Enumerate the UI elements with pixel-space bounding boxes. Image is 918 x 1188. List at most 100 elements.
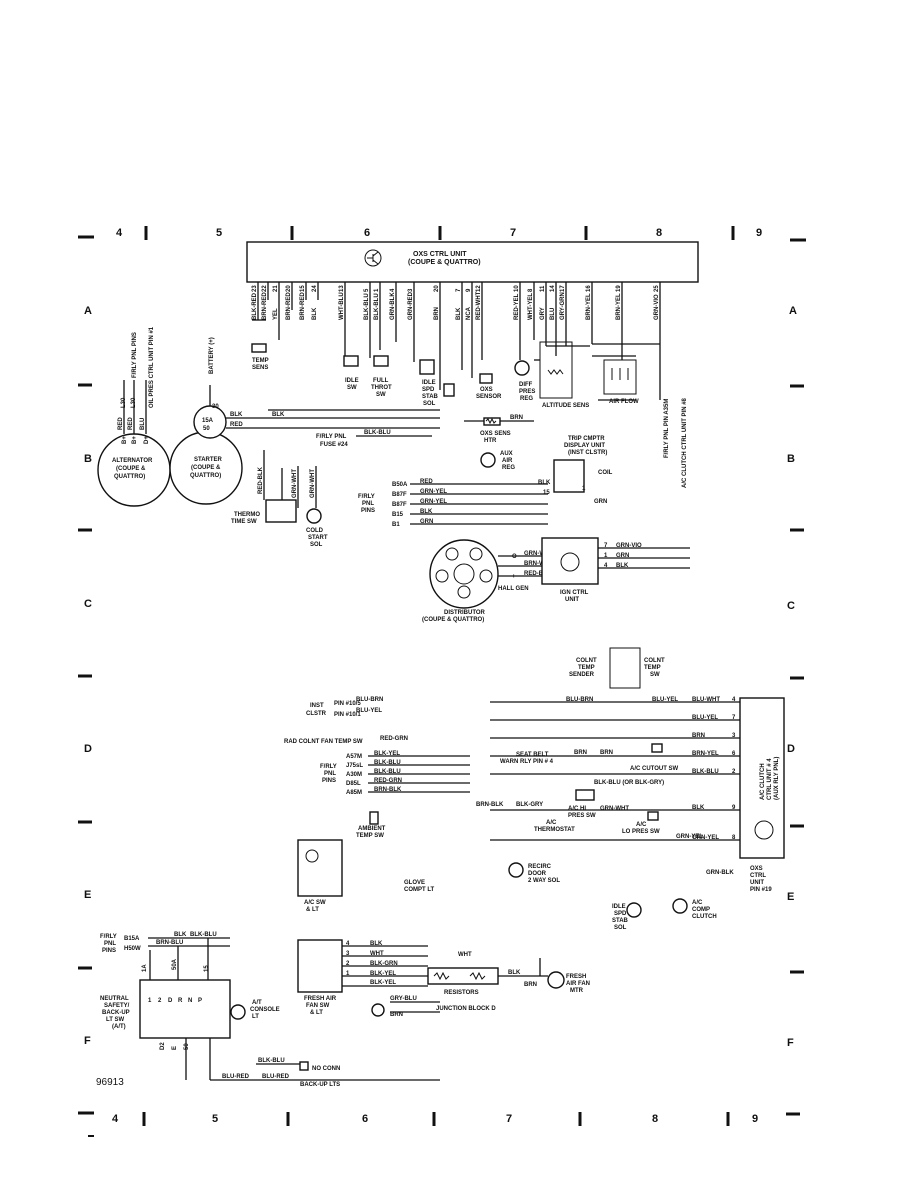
starter: STARTER (COUPE & QUATTRO) 30 15A 50 BLK … (169, 385, 440, 505)
bottom-ruler: 96913 4 5 6 7 8 9 (78, 1077, 800, 1137)
oxs-pin-color: BRN-RED (262, 292, 268, 320)
svg-text:LO PRES SW: LO PRES SW (622, 829, 660, 835)
frly-pins-top-labels: F/RLY PNL PINS (358, 494, 375, 514)
starter-label-2: (COUPE & (191, 465, 221, 471)
row-f-left: F (84, 1035, 91, 1047)
svg-text:BLK-BLU: BLK-BLU (364, 430, 391, 436)
svg-text:NO CONN: NO CONN (312, 1066, 340, 1072)
oxs-pin-color: BRN-RED (300, 292, 306, 320)
svg-text:COLD: COLD (306, 528, 324, 534)
svg-text:FRESH: FRESH (566, 974, 586, 980)
svg-text:TEMP: TEMP (578, 665, 595, 671)
oxs-pin-number: 19 (616, 285, 622, 292)
oxs-pin-number: 1 (374, 288, 380, 292)
svg-text:CLUTCH: CLUTCH (692, 914, 717, 920)
right-vertical-labels: F/RLY PNL PIN A35M A/C CLUTCH CTRL UNIT … (664, 397, 688, 488)
switch-pin: D2 (160, 1042, 166, 1050)
svg-text:IDLE: IDLE (422, 380, 436, 386)
batt-blk: BLK (230, 412, 243, 418)
neutral-safety-sw: F/RLY PNL PINS B15A H50W NEUTRAL SAFETY/… (100, 934, 280, 1039)
colnt-temp: COLNT TEMP SENDER COLNT TEMP SW (569, 647, 665, 689)
svg-text:CTRL UNIT # 4: CTRL UNIT # 4 (767, 758, 773, 800)
lower-wire-label: RED-GRN (380, 736, 408, 742)
row-a-right: A (789, 305, 797, 317)
mid-color: BLK-BLU (374, 760, 401, 766)
oxs-pin-number: 8 (528, 288, 534, 292)
svg-text:SW: SW (376, 392, 386, 398)
svg-text:FUSE #24: FUSE #24 (320, 442, 348, 448)
coil: COIL BLK 15 1 GRN (538, 459, 613, 505)
oxs-pin-color: BRN-YEL (616, 293, 622, 320)
svg-text:OXS SENS: OXS SENS (480, 431, 511, 437)
svg-text:A/C HI: A/C HI (568, 806, 586, 812)
frly-pins-label: F/RLY PNL PINS (132, 332, 138, 378)
svg-text:THROT: THROT (371, 385, 392, 391)
clutch-pin: 8 (732, 835, 736, 841)
fan-label: GRY-BLU (390, 996, 417, 1002)
svg-text:IDLE: IDLE (612, 904, 626, 910)
low-left-label: BRN-BLU (156, 940, 183, 946)
fan-color: BLK (370, 941, 383, 947)
svg-text:A/C: A/C (692, 900, 703, 906)
oxs-pin-number: 21 (273, 285, 279, 292)
oxs-pin-wires: BLK-RED23BRN-RED22YEL21BRN-RED20BRN-RED1… (252, 282, 661, 411)
low-left-label: BLK (174, 932, 187, 938)
oxs-pin-number: 3 (408, 288, 414, 292)
svg-text:(AUX RLY PNL): (AUX RLY PNL) (774, 757, 780, 800)
oxs-pin-number: 7 (456, 288, 462, 292)
low-left-label: BLU-RED (222, 1074, 250, 1080)
oxs-pin-color: BRN-YEL (586, 293, 592, 320)
ac-components-mid: SEAT BELT WARN RLY PIN # 4 A/C CUTOUT SW… (356, 743, 679, 893)
fan-color: BLK-GRN (370, 961, 398, 967)
frly-top-color: GRN-YEL (420, 489, 447, 495)
svg-text:A/C CLUTCH: A/C CLUTCH (760, 763, 766, 800)
oxs-pin-color: GRN-BLK (390, 292, 396, 320)
alt-wire-3: BLU (140, 418, 146, 430)
oxs-pin-number: 17 (560, 285, 566, 292)
mid-color: RED-GRN (374, 778, 402, 784)
svg-text:F/RLY: F/RLY (320, 764, 337, 770)
col-9-bottom: 9 (752, 1113, 758, 1125)
frly-top-color: BLK (420, 509, 433, 515)
svg-text:SOL: SOL (614, 925, 627, 931)
alt-wire-2: RED (128, 417, 134, 430)
svg-text:(A/T): (A/T) (112, 1024, 126, 1030)
fan-pin: 2 (346, 961, 350, 967)
svg-text:PINS: PINS (102, 948, 116, 954)
svg-text:DISTRIBUTOR: DISTRIBUTOR (444, 610, 486, 616)
switch-pin: 15 (204, 965, 210, 972)
svg-text:TEMP: TEMP (644, 665, 661, 671)
svg-text:& LT: & LT (310, 1010, 323, 1016)
svg-text:BLK: BLK (538, 480, 551, 486)
svg-text:LT SW: LT SW (106, 1017, 125, 1023)
svg-text:TEMP: TEMP (252, 358, 269, 364)
cold-start-sol: COLD START SOL (306, 508, 328, 548)
ac-sw-lt: A/C SW & LT (297, 839, 343, 913)
clutch-pin: 4 (732, 697, 736, 703)
svg-text:CLSTR: CLSTR (306, 711, 327, 717)
svg-text:RAD COLNT FAN TEMP SW: RAD COLNT FAN TEMP SW (284, 739, 363, 745)
clutch-pin: 3 (732, 733, 736, 739)
top-ruler: 4 5 6 7 8 9 (78, 226, 806, 242)
svg-text:STAB: STAB (422, 394, 439, 400)
svg-text:PNL: PNL (104, 941, 116, 947)
svg-text:F/RLY PNL PIN A35M: F/RLY PNL PIN A35M (664, 399, 670, 458)
row-b-left: B (84, 453, 92, 465)
oxs-pin-number: 16 (586, 285, 592, 292)
oxs-pin-number: 23 (252, 285, 258, 292)
svg-text:SOL: SOL (423, 401, 436, 407)
frly-top-color: GRN-YEL (420, 499, 447, 505)
oxs-pin-number: 11 (540, 285, 546, 292)
svg-text:BACK-UP: BACK-UP (102, 1010, 130, 1016)
svg-text:COIL: COIL (598, 470, 613, 476)
oxs-pin-number: 25 (654, 285, 660, 292)
full-throt-sw: FULL THROT SW (371, 355, 392, 398)
oxs-pin-number: 10 (514, 285, 520, 292)
svg-text:PNL: PNL (362, 501, 374, 507)
frly-top-color: RED (420, 479, 433, 485)
col-7-bottom: 7 (506, 1113, 512, 1125)
svg-text:COMPT LT: COMPT LT (404, 887, 435, 893)
svg-text:UNIT: UNIT (750, 880, 764, 886)
